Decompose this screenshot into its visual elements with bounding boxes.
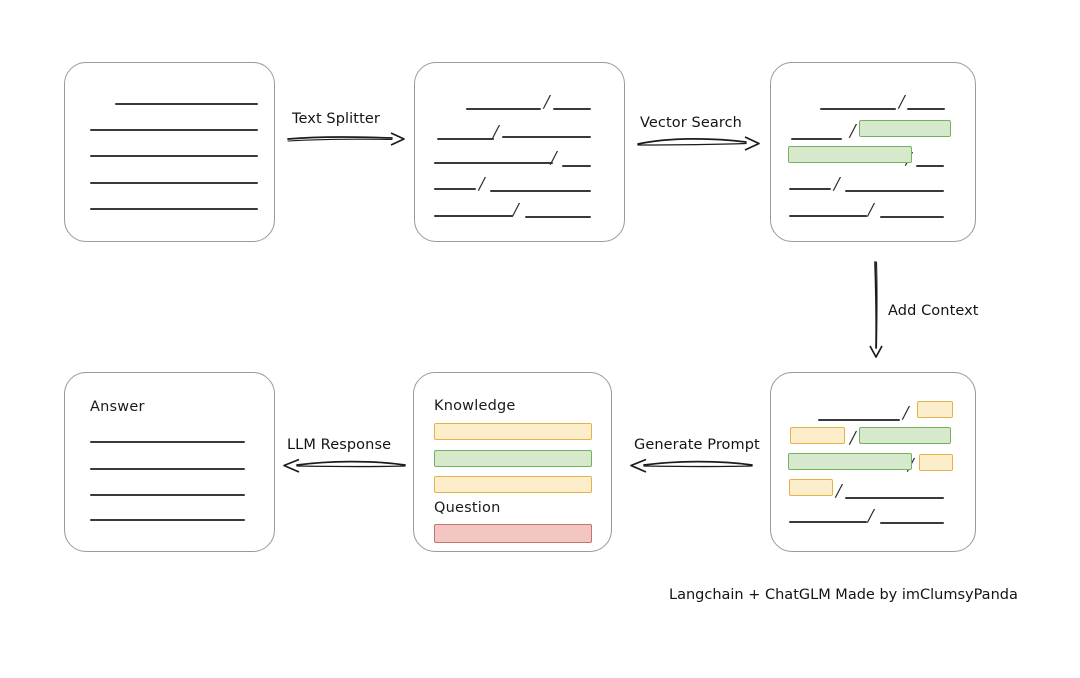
- highlight-green: [434, 450, 592, 467]
- node-prompt-panel-label: Knowledge: [434, 398, 516, 414]
- node-answer: [64, 372, 275, 552]
- text-line: [820, 108, 896, 110]
- arrow-text-splitter: [287, 132, 405, 146]
- text-line: [789, 521, 867, 523]
- highlight-yellow: [434, 476, 592, 493]
- diagram-caption: Langchain + ChatGLM Made by imClumsyPand…: [669, 587, 1018, 603]
- chunk-separator-slash: /: [836, 481, 842, 502]
- highlight-green: [859, 427, 951, 444]
- highlight-yellow: [919, 454, 953, 471]
- highlight-red: [434, 524, 592, 543]
- highlight-yellow: [434, 423, 592, 440]
- text-line: [490, 190, 591, 192]
- text-line: [880, 216, 944, 218]
- arrow-vector-search: [637, 136, 760, 151]
- arrow-label-generate-prompt: Generate Prompt: [634, 437, 760, 453]
- text-line: [791, 138, 842, 140]
- text-line: [789, 188, 831, 190]
- text-line: [845, 190, 944, 192]
- text-line: [434, 215, 513, 217]
- highlight-green: [859, 120, 951, 137]
- text-line: [90, 155, 258, 157]
- text-line: [90, 494, 245, 496]
- text-line: [916, 165, 944, 167]
- text-line: [434, 188, 476, 190]
- chunk-separator-slash: /: [834, 174, 840, 195]
- arrow-label-llm-response: LLM Response: [287, 437, 392, 453]
- text-line: [562, 165, 591, 167]
- text-line: [90, 468, 245, 470]
- text-line: [90, 182, 258, 184]
- text-line: [466, 108, 541, 110]
- text-line: [845, 497, 944, 499]
- node-answer-label: Answer: [90, 399, 145, 415]
- arrow-llm-response: [283, 458, 406, 473]
- arrow-label-text-splitter: Text Splitter: [292, 111, 380, 127]
- text-line: [437, 138, 494, 140]
- text-line: [789, 215, 867, 217]
- text-line: [90, 129, 258, 131]
- node-split-chunks: [414, 62, 625, 242]
- text-line: [90, 208, 258, 210]
- text-line: [525, 216, 591, 218]
- text-line: [907, 108, 945, 110]
- text-line: [880, 522, 944, 524]
- text-line: [90, 441, 245, 443]
- chunk-separator-slash: /: [493, 122, 499, 143]
- arrow-generate-prompt: [630, 458, 753, 473]
- chunk-separator-slash: /: [903, 403, 909, 424]
- arrow-label-vector-search: Vector Search: [640, 115, 742, 131]
- text-line: [553, 108, 591, 110]
- chunk-separator-slash: /: [868, 506, 874, 527]
- highlight-yellow: [917, 401, 953, 418]
- arrow-add-context: [869, 261, 883, 358]
- chunk-separator-slash: /: [850, 428, 856, 449]
- highlight-yellow: [790, 427, 845, 444]
- text-line: [502, 136, 591, 138]
- chunk-separator-slash: /: [850, 121, 856, 142]
- highlight-green: [788, 146, 912, 163]
- chunk-separator-slash: /: [868, 200, 874, 221]
- chunk-separator-slash: /: [513, 200, 519, 221]
- highlight-yellow: [789, 479, 833, 496]
- text-line: [434, 162, 553, 164]
- node-source-document: [64, 62, 275, 242]
- text-line: [115, 103, 258, 105]
- chunk-separator-slash: /: [899, 92, 905, 113]
- text-line: [90, 519, 245, 521]
- text-line: [818, 419, 900, 421]
- highlight-green: [788, 453, 912, 470]
- chunk-separator-slash: /: [479, 174, 485, 195]
- node-prompt-panel-label: Question: [434, 500, 501, 516]
- chunk-separator-slash: /: [551, 148, 557, 169]
- arrow-label-add-context: Add Context: [888, 303, 979, 319]
- chunk-separator-slash: /: [544, 92, 550, 113]
